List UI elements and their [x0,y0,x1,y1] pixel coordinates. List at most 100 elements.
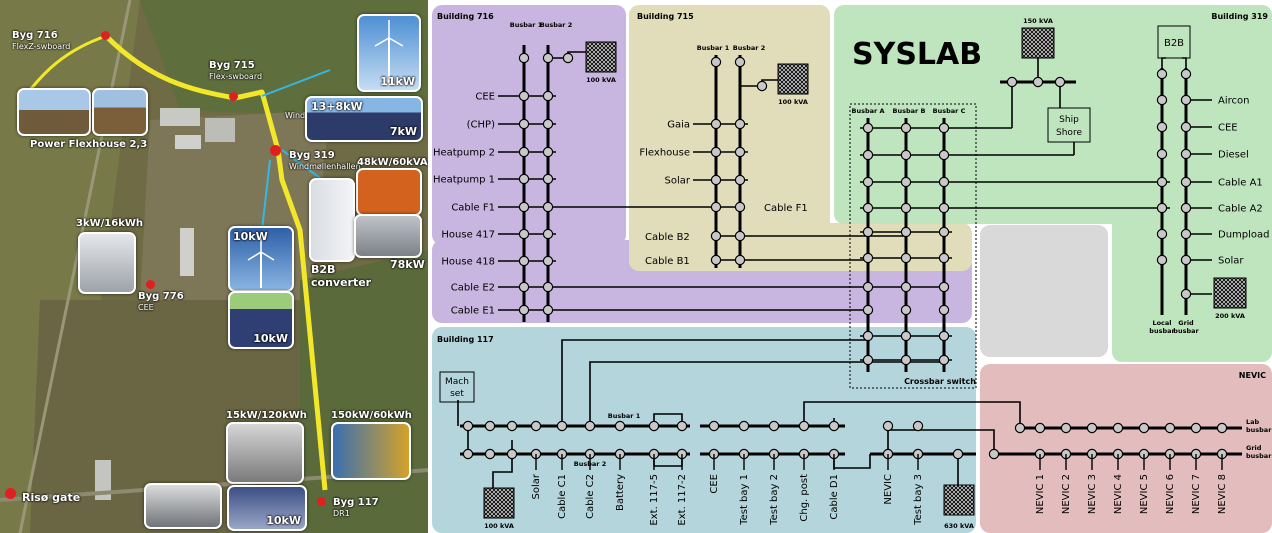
flexhouse-photo-1 [17,88,91,136]
node-b117-bus1 [882,420,894,432]
node-b117-bus1 [708,420,720,432]
node-crossbar [862,304,874,316]
b319-feeder-label: Dumpload [1218,230,1270,241]
ship-label: Ship [1059,115,1079,125]
node-b319-grid [1180,228,1192,240]
ev-photo [78,232,136,294]
b716-feeder-label: House 417 [441,230,495,241]
dumpload-photo-78kw [354,214,422,258]
node-crossbar [938,252,950,264]
b716-feeder-label: Cable F1 [451,203,495,214]
node-crossbar [900,252,912,264]
node-b319-local [1156,176,1168,188]
node-crossbar [900,202,912,214]
node-crossbar [900,149,912,161]
node-nevic-grid [988,448,1000,460]
node-b716-trafo [562,52,574,64]
b716-feeder-label: Heatpump 1 [433,175,495,186]
b715-feeder-label: Solar [665,176,691,187]
node-b716-bus1 [518,255,530,267]
b319-feeder-label: Cable A1 [1218,178,1263,189]
node-crossbar [900,226,912,238]
node-b715-bus1-top [710,56,722,68]
b117-feeder-label: Test bay 1 [739,474,750,526]
nevic-feeder-label: NEVIC 6 [1165,474,1176,514]
trafo-b715-label: 100 kVA [778,98,808,106]
node-crossbar [938,122,950,134]
b319-feeder-label: Diesel [1218,150,1249,161]
trafo-630kva [943,484,975,516]
node-b117-630 [952,448,964,460]
trafo-630kva-label: 630 kVA [944,522,974,530]
local-busbar-label-2: busbar [1149,327,1175,335]
nevic-feeder-label: NEVIC 8 [1217,474,1228,514]
nevic-feeder-label: NEVIC 1 [1035,474,1046,514]
map-terrain [0,0,428,533]
node-b319-grid [1180,202,1192,214]
b117-feeder-label: Solar [531,473,542,499]
grid-busbar-nevic-label-1: Grid [1246,444,1262,452]
node-b715-bus1 [710,230,722,242]
diesel-generator-photo [356,168,422,216]
node-b319-grid [1180,176,1192,188]
trafo-150kva [1021,27,1055,59]
node-nevic-lab [1216,422,1228,434]
pv-photo-10kw: 10kW [228,291,294,349]
trafo-b117-100kva [483,487,515,519]
region-title-b716: Building 716 [437,12,494,21]
diesel-label: 48kW/60kVA [357,157,428,168]
b716-busbar2-label: Busbar 2 [540,21,572,29]
node-crossbar [938,281,950,293]
node-nevic-lab [1112,422,1124,434]
b716-feeder-label: Cable E2 [451,283,495,294]
machset-label-2: set [450,389,464,399]
b117-feeder-label: Cable D1 [829,474,840,520]
b716-feeder-label: CEE [475,92,495,103]
b117-feeder-label: CEE [709,474,720,494]
nevic-feeder-label: NEVIC 4 [1113,474,1124,514]
node-b117-bus1 [676,420,688,432]
node-nevic-lab [1086,422,1098,434]
b715-cable-b1-label: Cable B1 [645,256,690,267]
node-b319-local [1156,148,1168,160]
node-b715-bus1 [710,146,722,158]
grid-busbar-nevic-label-2: busbar [1246,452,1272,460]
node-nevic-lab [1034,422,1046,434]
region-b319-right [1112,5,1272,362]
ev-label: 3kW/16kWh [76,218,144,229]
node-b117-bus1 [768,420,780,432]
busbar-b-label: Busbar B [893,107,926,115]
node-b117-bus1 [506,420,518,432]
grid-busbar-label-1: Grid [1178,319,1194,327]
node-b117-bus2 [462,448,474,460]
b117-feeder-label: Test bay 3 [913,474,924,526]
node-b716-bus2 [542,281,554,293]
machset-label-1: Mach [445,377,469,387]
b319-feeder-label: CEE [1218,123,1238,134]
trafo-200kva-label: 200 kVA [1215,312,1245,320]
local-busbar-label-1: Local [1152,319,1171,327]
node-150kva-bus [1006,76,1018,88]
node-nevic-lab [1164,422,1176,434]
syslab-title: SYSLAB [852,37,982,72]
b319-feeder-label: Solar [1218,256,1244,267]
node-crossbar [862,176,874,188]
byg776-marker [146,280,155,289]
node-b716-bus1 [518,304,530,316]
node-b319-local [1156,121,1168,133]
node-b117-bus1 [798,420,810,432]
node-crossbar [862,122,874,134]
node-b117-bus1 [530,420,542,432]
b716-feeder-label: House 418 [441,257,495,268]
node-nevic-lab [1190,422,1202,434]
battery1-label: 15kW/120kWh [226,410,307,421]
node-b716-bus2 [542,146,554,158]
nevic-feeder-label: NEVIC 3 [1087,474,1098,514]
ev-car-photo [144,483,222,529]
node-crossbar [862,330,874,342]
node-crossbar [938,226,950,238]
